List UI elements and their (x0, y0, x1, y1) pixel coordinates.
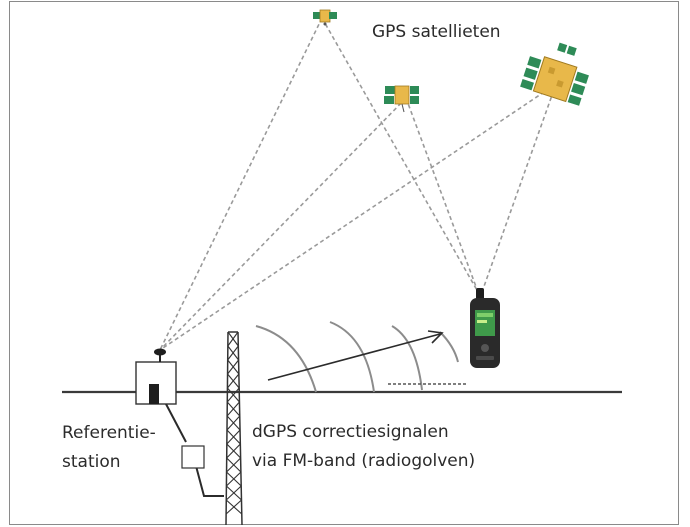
radio-wave-arc (439, 331, 459, 363)
radio-tower-icon (225, 331, 243, 526)
tower-brace (226, 373, 240, 389)
tower-brace (226, 401, 240, 417)
satellite-1-icon (313, 9, 337, 26)
station-cable (165, 403, 224, 497)
satellite-signal-paths (159, 17, 557, 351)
tower-brace (227, 359, 240, 375)
satellite-3-icon (520, 42, 589, 106)
tower-brace (226, 457, 241, 473)
tower-brace (225, 485, 242, 501)
sat2-to-receiver-path (405, 97, 479, 293)
transmitter-box-icon (181, 445, 205, 469)
radio-wave-arc (391, 325, 423, 391)
station-label-line2: station (62, 452, 121, 472)
correction-signal-arrow (267, 330, 444, 381)
tower-brace (227, 345, 239, 361)
tower-brace (225, 499, 242, 515)
satellites-label: GPS satellieten (372, 22, 501, 42)
sat2-to-station-path (159, 97, 407, 351)
sat1-to-station-path (159, 17, 323, 351)
signal-label-line1: dGPS correctiesignalen (252, 422, 449, 442)
signal-label-line2: via FM-band (radiogolven) (252, 451, 476, 471)
sat1-to-receiver-path (321, 17, 479, 293)
diagram-frame (9, 1, 679, 525)
sat3-to-receiver-path (481, 83, 557, 293)
tower-brace (226, 443, 241, 459)
reference-station-icon (135, 348, 177, 405)
radio-waves (255, 321, 459, 393)
tower-brace (226, 471, 242, 487)
radio-wave-arc (255, 325, 317, 393)
station-label-line1: Referentie- (62, 423, 156, 443)
radio-wave-arc (329, 321, 375, 393)
sat3-to-station-path (159, 83, 557, 351)
tower-brace (226, 429, 241, 445)
tower-brace (226, 387, 240, 403)
tower-braces (225, 331, 243, 515)
tower-brace (227, 331, 239, 347)
tower-brace (226, 415, 241, 431)
gps-receiver-icon (470, 288, 500, 368)
satellite-2-icon (384, 85, 419, 113)
